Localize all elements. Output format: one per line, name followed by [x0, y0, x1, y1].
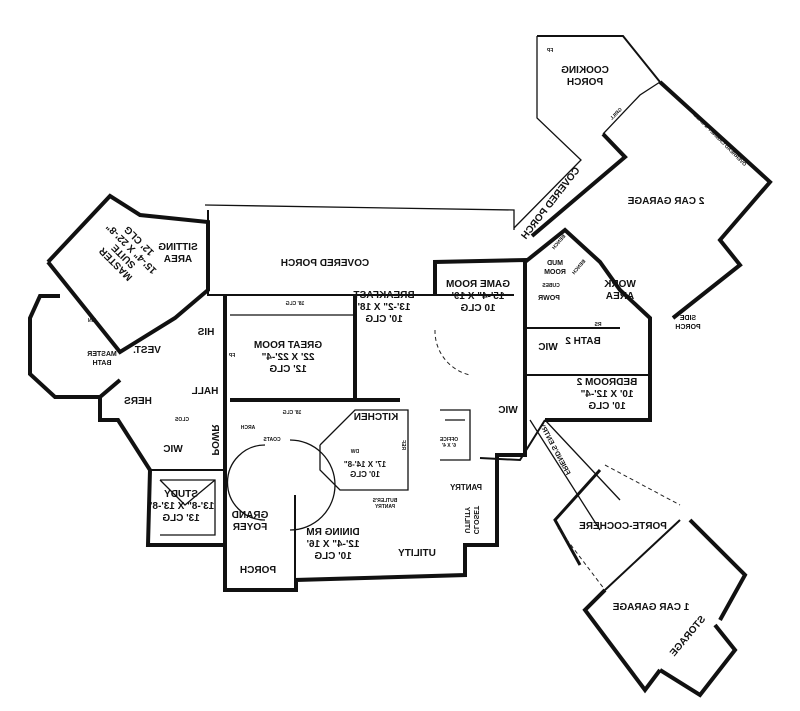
- room-powder: POWR: [209, 424, 220, 456]
- note-arch-foyer: ARCH: [240, 425, 255, 431]
- room-porch: PORCH: [240, 565, 276, 576]
- room-wic-study: WIC: [163, 444, 182, 455]
- room-wic-bedroom2: WIC: [538, 342, 557, 353]
- note-lin: LIN: [88, 318, 96, 324]
- room-his: HIS: [197, 327, 214, 338]
- room-1-car-garage: 1 CAR GARAGE: [612, 602, 689, 613]
- note-cubes: CUBES: [542, 283, 560, 289]
- room-bath-2: BATH 2: [565, 336, 601, 347]
- note-fp-great-room: FP: [228, 353, 235, 359]
- room-pantry: PANTRY: [449, 483, 482, 492]
- note-storage: OVERHEAD CABINET & SHELF: [690, 111, 747, 168]
- room-utility: UTILITY: [398, 548, 436, 559]
- room-hers: HERS: [124, 396, 152, 407]
- note-clg-lower: 18' CLG: [283, 410, 302, 416]
- note-clg-upper: 18' CLG: [286, 301, 305, 307]
- room-kitchen-dims: 17' X 14'-8"10' CLG: [344, 460, 386, 479]
- room-porte-cochere: PORTE-COCHERE: [579, 521, 667, 532]
- room-storage: STORAGE: [668, 614, 708, 659]
- room-powder-game: POWR: [538, 295, 560, 302]
- room-wic-stair: WIC: [498, 405, 517, 416]
- room-hall: HALL: [192, 386, 219, 397]
- note-rs: RS: [594, 322, 602, 328]
- note-coats: COATS: [263, 437, 281, 443]
- note-bench: BENCH: [571, 259, 587, 277]
- room-kitchen: KITCHEN: [354, 412, 398, 423]
- room-vest: VEST.: [133, 345, 161, 356]
- room-master-suite: MASTERSUITE15'-4" X 22'-8"12' CLG: [89, 213, 167, 291]
- note-ref: REF: [400, 440, 406, 450]
- note-fp: FP: [546, 48, 553, 54]
- note-arch-porch: ARCH: [252, 588, 267, 594]
- note-clos: CLOS: [174, 417, 189, 423]
- room-closet-utility: CLOSETUTILITY: [463, 505, 479, 534]
- room-2-car-garage: 2 CAR GARAGE: [627, 196, 704, 207]
- room-covered-porch: COVERED PORCH: [281, 258, 369, 269]
- note-dw: DW: [351, 449, 360, 455]
- walls: [28, 35, 773, 698]
